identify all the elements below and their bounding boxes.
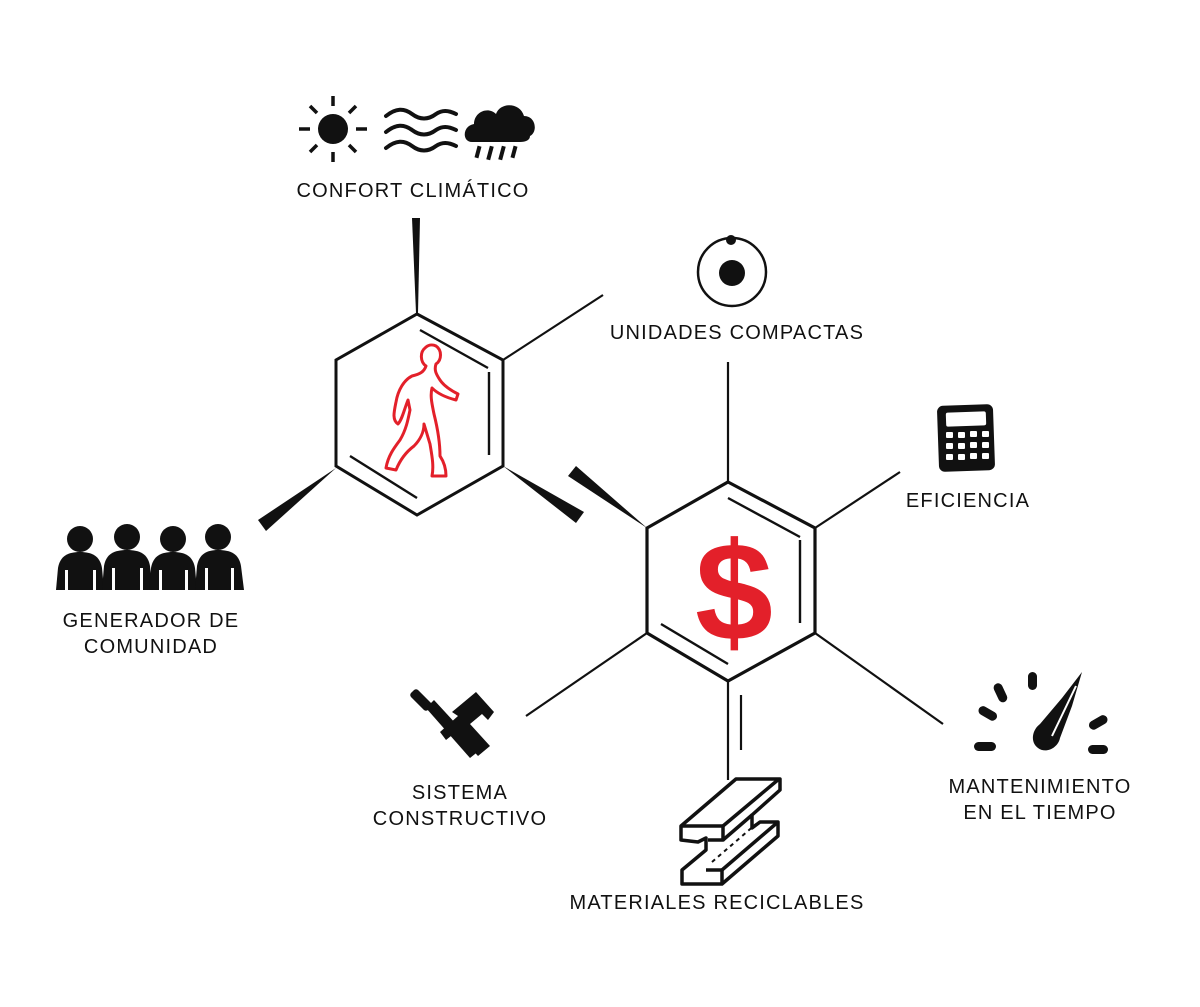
wedge-bonds (258, 218, 647, 531)
hexagon-left (334, 312, 505, 517)
label-sistema-constructivo: SISTEMA CONSTRUCTIVO (360, 780, 560, 832)
label-mantenimiento-en-el-tiempo: MANTENIMIENTO EN EL TIEMPO (930, 774, 1150, 826)
dollar-sign: $ (695, 513, 773, 670)
label-unidades-text: UNIDADES COMPACTAS (609, 322, 865, 344)
label-generador-line1: GENERADOR DE (62, 610, 240, 632)
label-generador-line2: COMUNIDAD (83, 636, 219, 658)
wind-icon (384, 107, 458, 153)
tools-icon (410, 689, 494, 758)
gauge-icon (974, 672, 1108, 754)
sun-icon (299, 96, 367, 162)
label-eficiencia: EFICIENCIA (896, 488, 1040, 514)
orbit-icon (696, 235, 768, 308)
label-sistema-line1: SISTEMA (411, 782, 509, 804)
walking-person-icon (384, 343, 460, 478)
hexagon-right-inner-bonds (660, 496, 802, 666)
rain-cloud-icon (464, 105, 535, 161)
label-confort-text: CONFORT CLIMÁTICO (296, 180, 530, 202)
label-materiales-reciclables: MATERIALES RECICLABLES (556, 890, 878, 916)
steel-beam-icon (679, 777, 782, 886)
hexagon-left-inner-bonds (349, 328, 491, 500)
label-sistema-line2: CONSTRUCTIVO (372, 808, 548, 830)
label-confort-climatico: CONFORT CLIMÁTICO (280, 178, 546, 204)
label-mantenimiento-line1: MANTENIMIENTO (948, 776, 1132, 798)
label-materiales-text: MATERIALES RECICLABLES (569, 892, 865, 914)
label-eficiencia-text: EFICIENCIA (905, 490, 1031, 512)
label-unidades-compactas: UNIDADES COMPACTAS (594, 320, 880, 346)
bond-lines (502, 294, 944, 780)
label-mantenimiento-line2: EN EL TIEMPO (963, 802, 1117, 824)
calculator-icon (937, 404, 995, 472)
people-group-icon (56, 524, 244, 590)
label-generador-de-comunidad: GENERADOR DE COMUNIDAD (46, 608, 256, 660)
